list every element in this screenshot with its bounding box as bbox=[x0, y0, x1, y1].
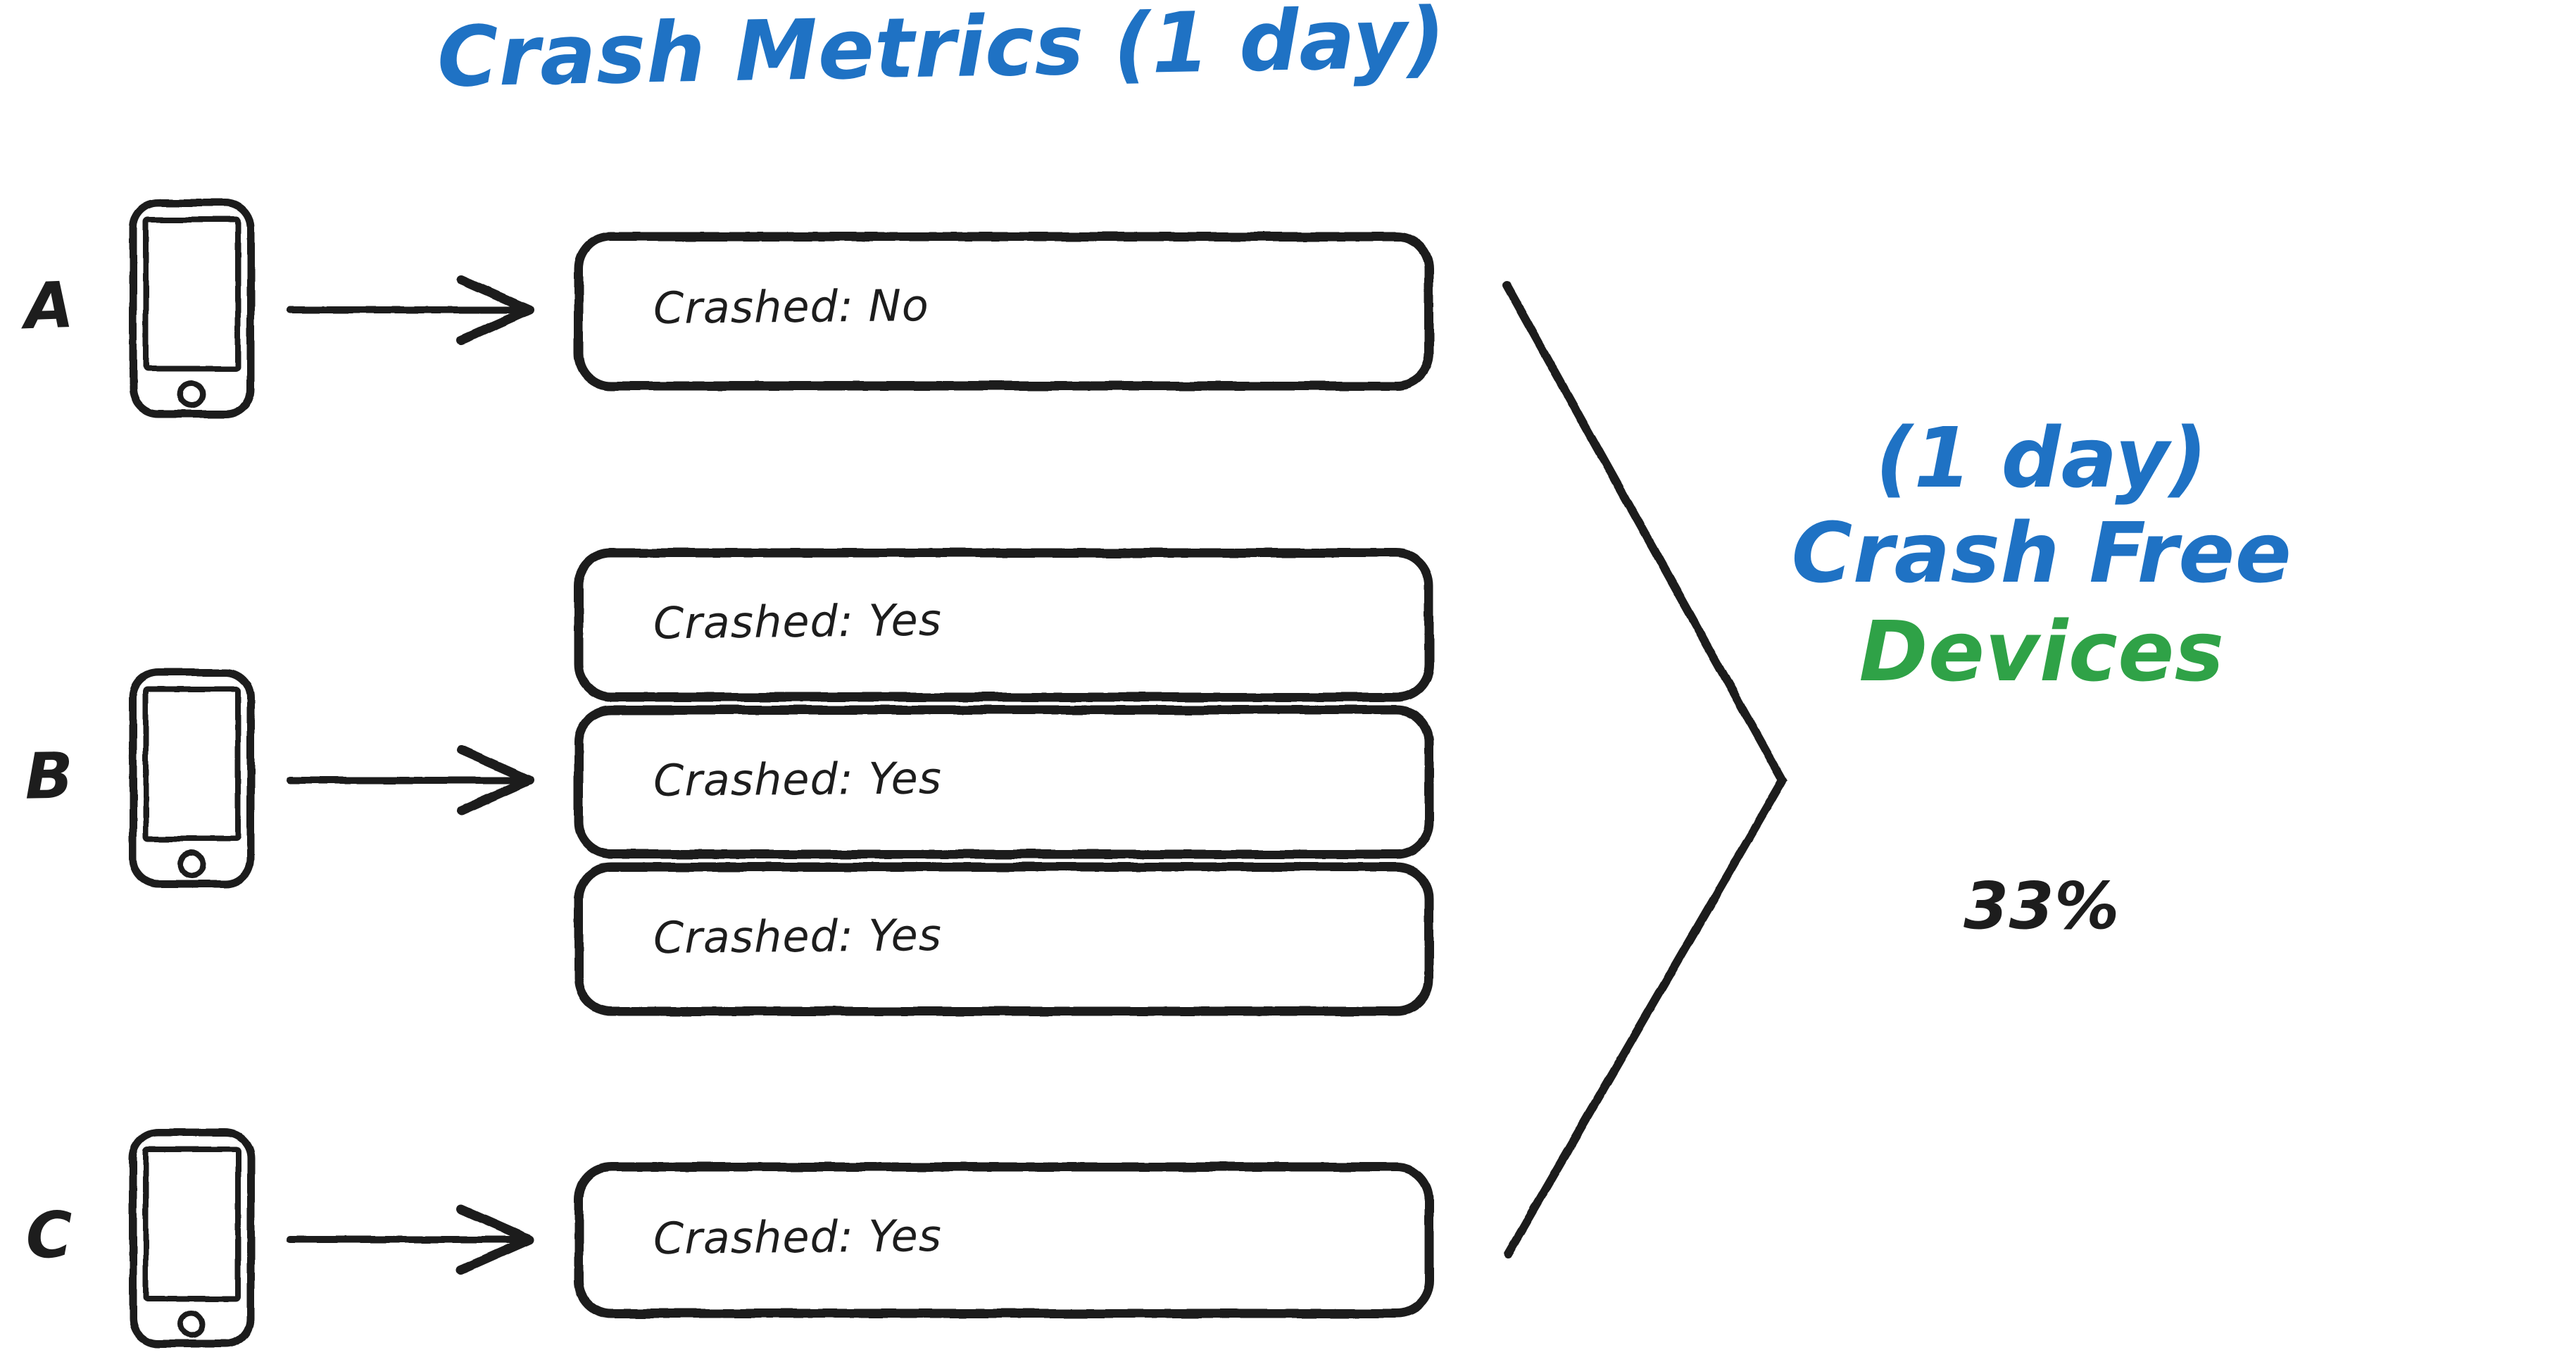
right-arrow-icon bbox=[287, 1204, 534, 1275]
device-label-a: A bbox=[23, 268, 75, 344]
crash-event-label: Crashed: No bbox=[653, 279, 930, 335]
summary-metric-line1: Crash Free bbox=[1791, 504, 2292, 601]
mobile-phone-icon bbox=[129, 199, 255, 418]
mobile-phone-icon bbox=[129, 1128, 255, 1348]
device-label-c: C bbox=[25, 1198, 74, 1273]
chevron-bracket-icon bbox=[1502, 281, 1788, 1258]
summary-metric-line2: Devices bbox=[1859, 603, 2225, 700]
crash-event-label: Crashed: Yes bbox=[653, 594, 943, 649]
crash-event-label: Crashed: Yes bbox=[653, 908, 943, 964]
crash-event-label: Crashed: Yes bbox=[653, 752, 943, 806]
page-title: Crash Metrics (1 day) bbox=[436, 0, 1447, 106]
device-label-b: B bbox=[24, 739, 75, 814]
summary-value: 33% bbox=[1964, 868, 2120, 944]
right-arrow-icon bbox=[287, 275, 534, 345]
mobile-phone-icon bbox=[129, 668, 255, 888]
right-arrow-icon bbox=[287, 745, 534, 816]
summary-period: (1 day) bbox=[1876, 409, 2208, 506]
crash-event-label: Crashed: Yes bbox=[653, 1209, 943, 1265]
